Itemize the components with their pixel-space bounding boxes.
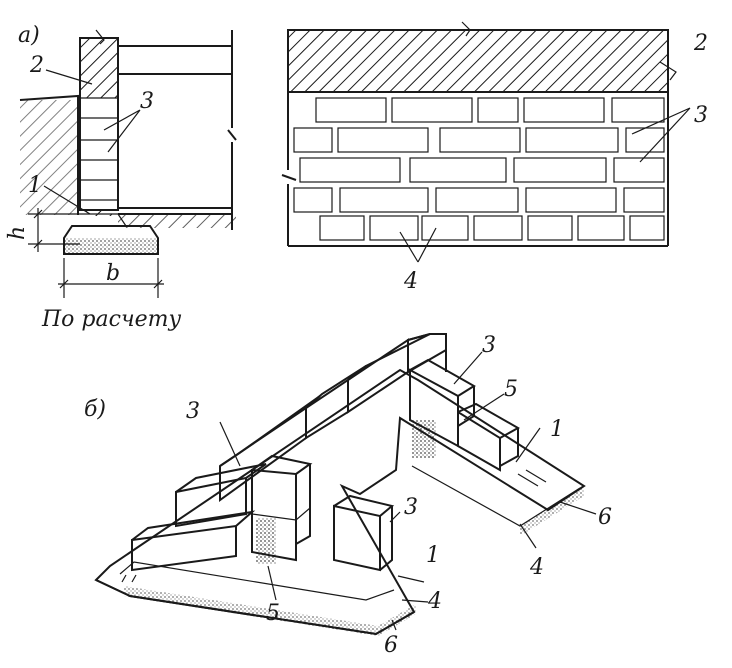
elevation-label-2: 2 <box>693 31 708 56</box>
section-label-2: 2 <box>29 53 44 78</box>
section-label-3: 3 <box>140 89 154 114</box>
pad-right <box>412 420 436 458</box>
pier-block <box>251 468 297 562</box>
axon-label-5-bottom: 5 <box>266 601 280 626</box>
part-a-label: а) <box>18 23 40 48</box>
axon-label-3-top: 3 <box>482 333 496 358</box>
axon-label-6-right: 6 <box>598 505 612 530</box>
axon-label-3-inner: 3 <box>404 495 418 520</box>
brick-courses <box>293 97 665 241</box>
section-view <box>19 29 237 298</box>
section-label-1: 1 <box>28 173 42 198</box>
elevation-label-3: 3 <box>694 103 708 128</box>
part-b-label: б) <box>84 397 106 422</box>
caption: По расчету <box>41 307 182 332</box>
elevation-label-4: 4 <box>403 269 418 294</box>
axon-label-3-left: 3 <box>186 399 200 424</box>
wall-hatch <box>80 38 118 98</box>
axon-label-1-bottom: 1 <box>426 543 440 568</box>
axon-label-6-bottom: 6 <box>384 633 398 658</box>
axon-label-4-bottom: 4 <box>427 589 442 614</box>
axon-label-1-right: 1 <box>550 417 564 442</box>
wall-elevation <box>281 21 691 263</box>
axon-label-5-top: 5 <box>504 377 518 402</box>
ground-hatch-left <box>20 100 78 215</box>
dim-h-label: h <box>5 226 30 240</box>
dim-b-label: b <box>106 261 120 286</box>
pad-left <box>256 518 276 564</box>
axonometric-view <box>94 333 597 636</box>
axon-label-4-right: 4 <box>529 555 544 580</box>
